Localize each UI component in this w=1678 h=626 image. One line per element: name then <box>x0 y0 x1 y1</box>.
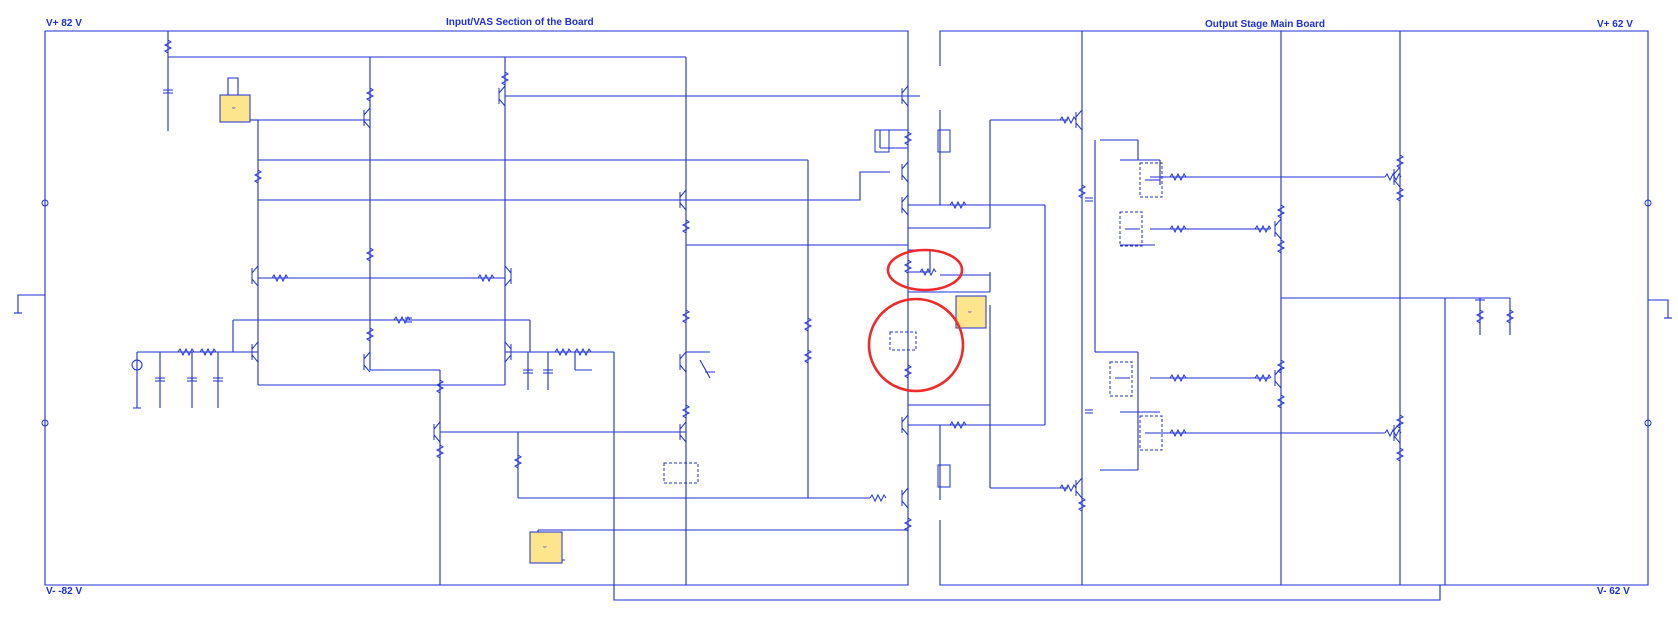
highlight-circle-upper <box>886 248 964 292</box>
transistor-q14 <box>901 194 909 216</box>
transistor-q19 <box>1274 218 1282 240</box>
transistor-q18 <box>1075 477 1083 499</box>
transistor-q4 <box>504 265 512 287</box>
transistor-q17 <box>1075 109 1083 131</box>
driver-column-wiring <box>879 66 1068 520</box>
trimmers <box>663 129 1163 488</box>
transistor-q1 <box>363 107 371 129</box>
label-supply-pos-left: V+ 82 V <box>46 18 82 29</box>
transistor-q3 <box>251 265 259 287</box>
input-section-wiring <box>136 31 1441 601</box>
transistor-q2 <box>498 85 506 107</box>
capacitors <box>131 89 1485 414</box>
ic-bias-chips: ST ST ST <box>219 77 987 564</box>
transistor-q5 <box>251 341 259 363</box>
red-highlight-annotations <box>867 248 965 393</box>
transistor-q7 <box>363 351 371 373</box>
transistors <box>251 85 1401 509</box>
transistor-q8 <box>433 421 441 443</box>
svg-text:ST: ST <box>232 106 236 110</box>
transistor-q9 <box>679 189 687 211</box>
output-stage-wiring <box>1081 31 1511 585</box>
label-section-output: Output Stage Main Board <box>1205 19 1325 30</box>
left-supply-frame <box>14 30 909 586</box>
ic-chip-center <box>955 295 987 329</box>
transistor-q11 <box>679 421 687 443</box>
right-supply-frame <box>939 30 1672 586</box>
resistors <box>163 39 1515 532</box>
label-supply-neg-left: V- -82 V <box>46 586 82 597</box>
svg-text:ST: ST <box>968 310 972 314</box>
transistor-q12 <box>901 85 909 107</box>
transistor-q15 <box>901 414 909 436</box>
ic-chip-bottom <box>529 531 563 564</box>
highlight-circle-lower <box>867 297 965 393</box>
transistor-q6 <box>504 341 512 363</box>
svg-text:ST: ST <box>543 545 547 549</box>
label-supply-pos-right: V+ 62 V <box>1597 19 1633 30</box>
label-supply-neg-right: V- 62 V <box>1597 586 1630 597</box>
ic-chip-top <box>219 94 251 123</box>
transistor-q13 <box>901 161 909 183</box>
label-section-input: Input/VAS Section of the Board <box>446 17 594 28</box>
transistor-q10 <box>679 351 687 373</box>
transistor-q16 <box>901 487 909 509</box>
input-source-icon <box>131 359 143 371</box>
